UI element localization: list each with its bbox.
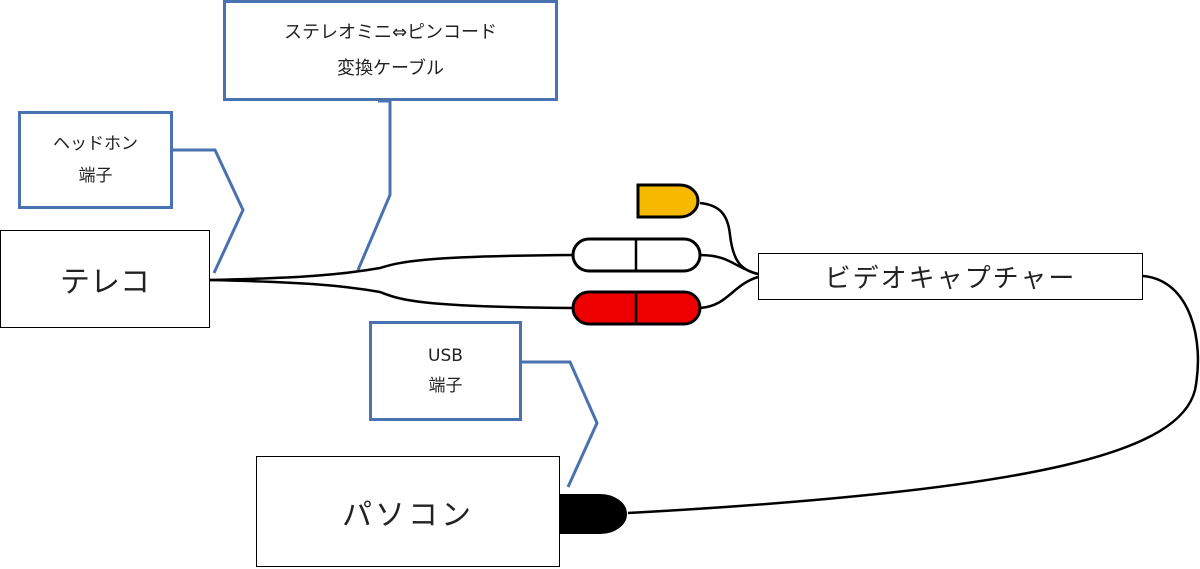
cable-label-line1: ステレオミニ⇔ピンコード [283, 21, 498, 43]
pc-box: パソコン [256, 456, 560, 567]
usb-port-label-line1: USB [428, 346, 463, 366]
headphone-jack-label-line2: 端子 [78, 166, 113, 186]
video-capture-label: ビデオキャプチャー [824, 264, 1077, 294]
usb-plug [559, 494, 627, 534]
yellow-plug [636, 183, 700, 219]
cable-callout: ステレオミニ⇔ピンコード 変換ケーブル [223, 0, 558, 101]
white-cable [699, 253, 759, 276]
red-cable [699, 275, 759, 310]
usb-port-callout: USB 端子 [369, 321, 522, 421]
cable-to-red-plug [209, 278, 576, 310]
teleco-box: テレコ [0, 230, 210, 328]
headphone-jack-callout: ヘッドホン 端子 [18, 111, 173, 209]
usb-cable [627, 274, 1200, 515]
yellow-cable [699, 201, 759, 276]
cable-label-line2: 変換ケーブル [337, 57, 444, 79]
cable-callout-leader [356, 99, 392, 271]
pc-label: パソコン [342, 497, 474, 533]
usb-port-label-line2: 端子 [428, 376, 463, 396]
headphone-callout-leader [173, 148, 245, 274]
video-capture-box: ビデオキャプチャー [758, 253, 1143, 300]
usb-callout-leader [522, 360, 599, 488]
teleco-label: テレコ [60, 265, 150, 300]
headphone-jack-label-line1: ヘッドホン [53, 134, 138, 154]
cable-to-white-plug [209, 253, 576, 282]
